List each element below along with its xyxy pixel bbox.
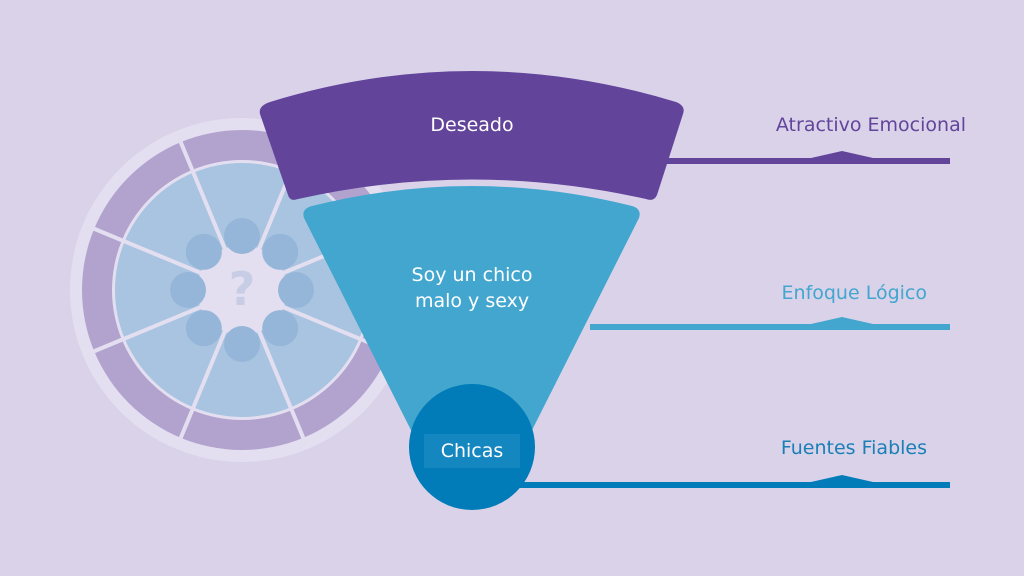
middle-label-line1: Soy un chico (411, 264, 533, 286)
wheel-dot (224, 326, 260, 362)
funnel-middle-segment (303, 186, 640, 452)
chicas-label-box (424, 434, 520, 468)
line-enfoque (590, 317, 950, 330)
wheel-dot (224, 218, 260, 254)
line-fuentes (520, 475, 950, 488)
wheel-dot (262, 310, 299, 347)
connector-lines (520, 151, 950, 488)
deseado-label: Deseado (430, 114, 514, 136)
legend-fuentes-fiables: Fuentes Fiables (780, 437, 927, 459)
middle-label: Soy un chico malo y sexy (372, 262, 572, 314)
funnel-top-segment (259, 71, 684, 200)
chicas-label: Chicas (440, 440, 504, 462)
line-atractivo (650, 151, 950, 164)
wheel-dot (185, 233, 222, 270)
wheel-dot (185, 310, 222, 347)
legend-enfoque-logico: Enfoque Lógico (781, 282, 927, 304)
wheel-dot (262, 233, 299, 270)
question-mark-icon: ? (229, 262, 256, 316)
wheel-dot (170, 272, 206, 308)
wheel-dot (278, 272, 314, 308)
legend-atractivo-emocional: Atractivo Emocional (775, 114, 966, 136)
middle-label-line2: malo y sexy (414, 290, 530, 312)
